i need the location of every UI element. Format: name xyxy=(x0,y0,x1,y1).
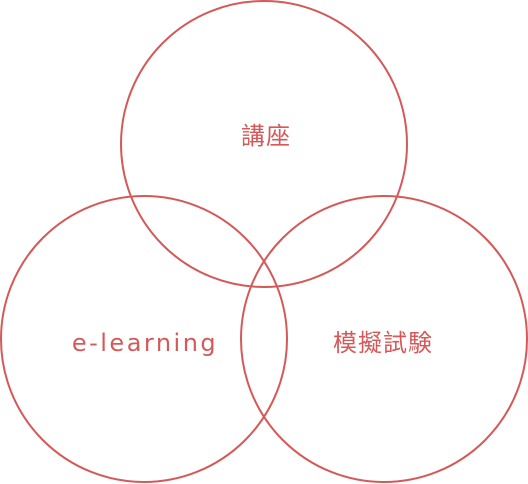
circle-lectures xyxy=(120,0,408,288)
label-elearning: e-learning xyxy=(72,329,218,357)
circle-mock-exam xyxy=(240,195,528,483)
label-mock-exam: 模擬試験 xyxy=(333,329,433,357)
circle-elearning xyxy=(0,195,288,483)
label-lectures: 講座 xyxy=(241,122,291,150)
